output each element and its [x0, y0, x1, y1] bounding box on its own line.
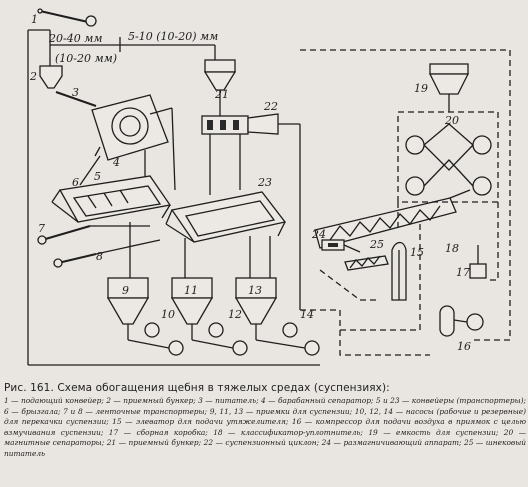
label-10: 10 [161, 308, 175, 321]
label-5: 5 [94, 170, 101, 183]
label-19: 19 [414, 82, 428, 95]
classifier-thickener [314, 189, 471, 249]
size-label-coarse: 20-40 мм [48, 32, 102, 45]
label-18: 18 [445, 242, 459, 255]
label-20: 20 [444, 114, 459, 127]
receiving-bunker [39, 65, 63, 89]
size-label-fine: (10-20 мм) [55, 52, 117, 65]
label-2: 2 [29, 70, 37, 83]
label-17: 17 [456, 266, 470, 279]
screw-feeder [344, 255, 389, 271]
figure-caption: Рис. 161. Схема обогащения щебня в тяжел… [4, 382, 526, 460]
label-15: 15 [410, 246, 424, 259]
pumps-10 [127, 322, 184, 356]
label-14: 14 [300, 308, 314, 321]
label-9: 9 [122, 284, 129, 297]
suspension-tank [428, 63, 470, 112]
feeder [55, 91, 97, 107]
feed-conveyor [37, 8, 97, 27]
belt-conveyors [37, 225, 161, 268]
label-3: 3 [72, 86, 79, 99]
pumps-14 [255, 322, 320, 356]
label-21: 21 [214, 88, 229, 101]
suspension-sump-9 [106, 277, 150, 325]
label-4: 4 [112, 156, 120, 169]
label-6: 6 [72, 176, 79, 189]
label-12: 12 [228, 308, 242, 321]
receiving-bunker-21 [203, 59, 237, 116]
magnetic-separators [397, 111, 499, 203]
label-23: 23 [257, 176, 272, 189]
caption-legend: 1 — подающий конвейер; 2 — приемный бунк… [4, 396, 526, 458]
label-11: 11 [184, 284, 198, 297]
drum-separator [91, 94, 173, 161]
demagnetizing-apparatus [321, 239, 361, 253]
suspension-cyclone [201, 113, 300, 195]
elevator [391, 241, 407, 301]
label-22: 22 [263, 100, 278, 113]
conveyor-5 [51, 175, 172, 223]
suspension-sump-11 [170, 277, 214, 325]
compressor [439, 305, 484, 337]
label-25: 25 [369, 238, 384, 251]
drain-lines [129, 124, 301, 310]
label-13: 13 [248, 284, 262, 297]
size-label-medium: 5-10 (10-20) мм [128, 30, 218, 43]
feed-lines [27, 29, 216, 365]
label-7: 7 [38, 222, 45, 235]
caption-title: Рис. 161. Схема обогащения щебня в тяжел… [4, 382, 390, 394]
label-8: 8 [96, 250, 103, 263]
collecting-box [469, 245, 487, 279]
conveyor-23 [165, 191, 287, 243]
drum-discharge-lines [79, 107, 176, 191]
label-16: 16 [457, 340, 471, 353]
pumps-12 [191, 322, 248, 356]
suspension-sump-13 [234, 277, 278, 325]
flow-diagram: 1 20-40 мм 5-10 (10-20) мм (10-20 мм) 2 … [27, 8, 511, 366]
label-1: 1 [31, 13, 38, 26]
label-24: 24 [311, 228, 326, 241]
suspension-return-lines [300, 49, 511, 356]
